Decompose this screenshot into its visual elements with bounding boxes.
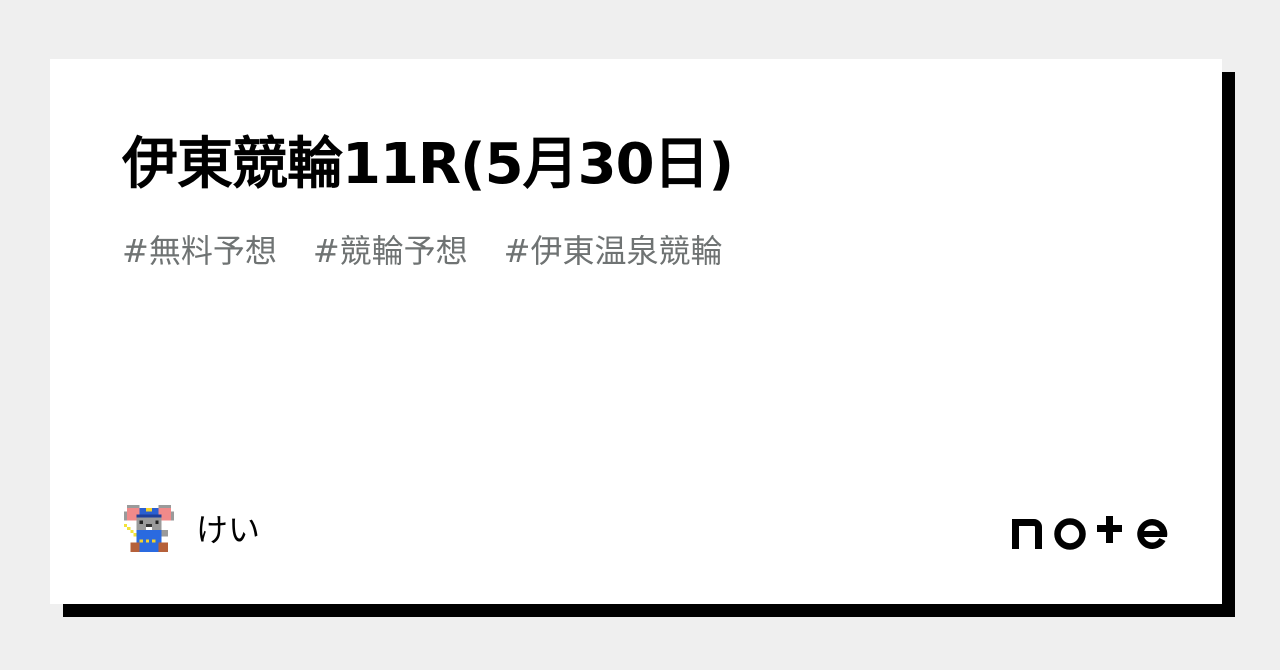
hashtag-ito-onsen-keirin[interactable]: #伊東温泉競輪	[503, 232, 723, 270]
hashtag-free-prediction[interactable]: #無料予想	[122, 232, 277, 270]
author-name: けい	[196, 511, 261, 549]
hashtag-keirin-prediction[interactable]: #競輪予想	[312, 232, 468, 270]
note-logo-icon[interactable]	[1010, 511, 1170, 551]
article-card[interactable]: 伊東競輪11R(5月30日) #無料予想 #競輪予想 #伊東温泉競輪	[50, 59, 1222, 604]
author-info[interactable]: けい	[124, 505, 260, 555]
hashtag-list: #無料予想 #競輪予想 #伊東温泉競輪	[122, 229, 722, 273]
article-title: 伊東競輪11R(5月30日)	[122, 132, 734, 197]
avatar-icon	[124, 505, 174, 555]
